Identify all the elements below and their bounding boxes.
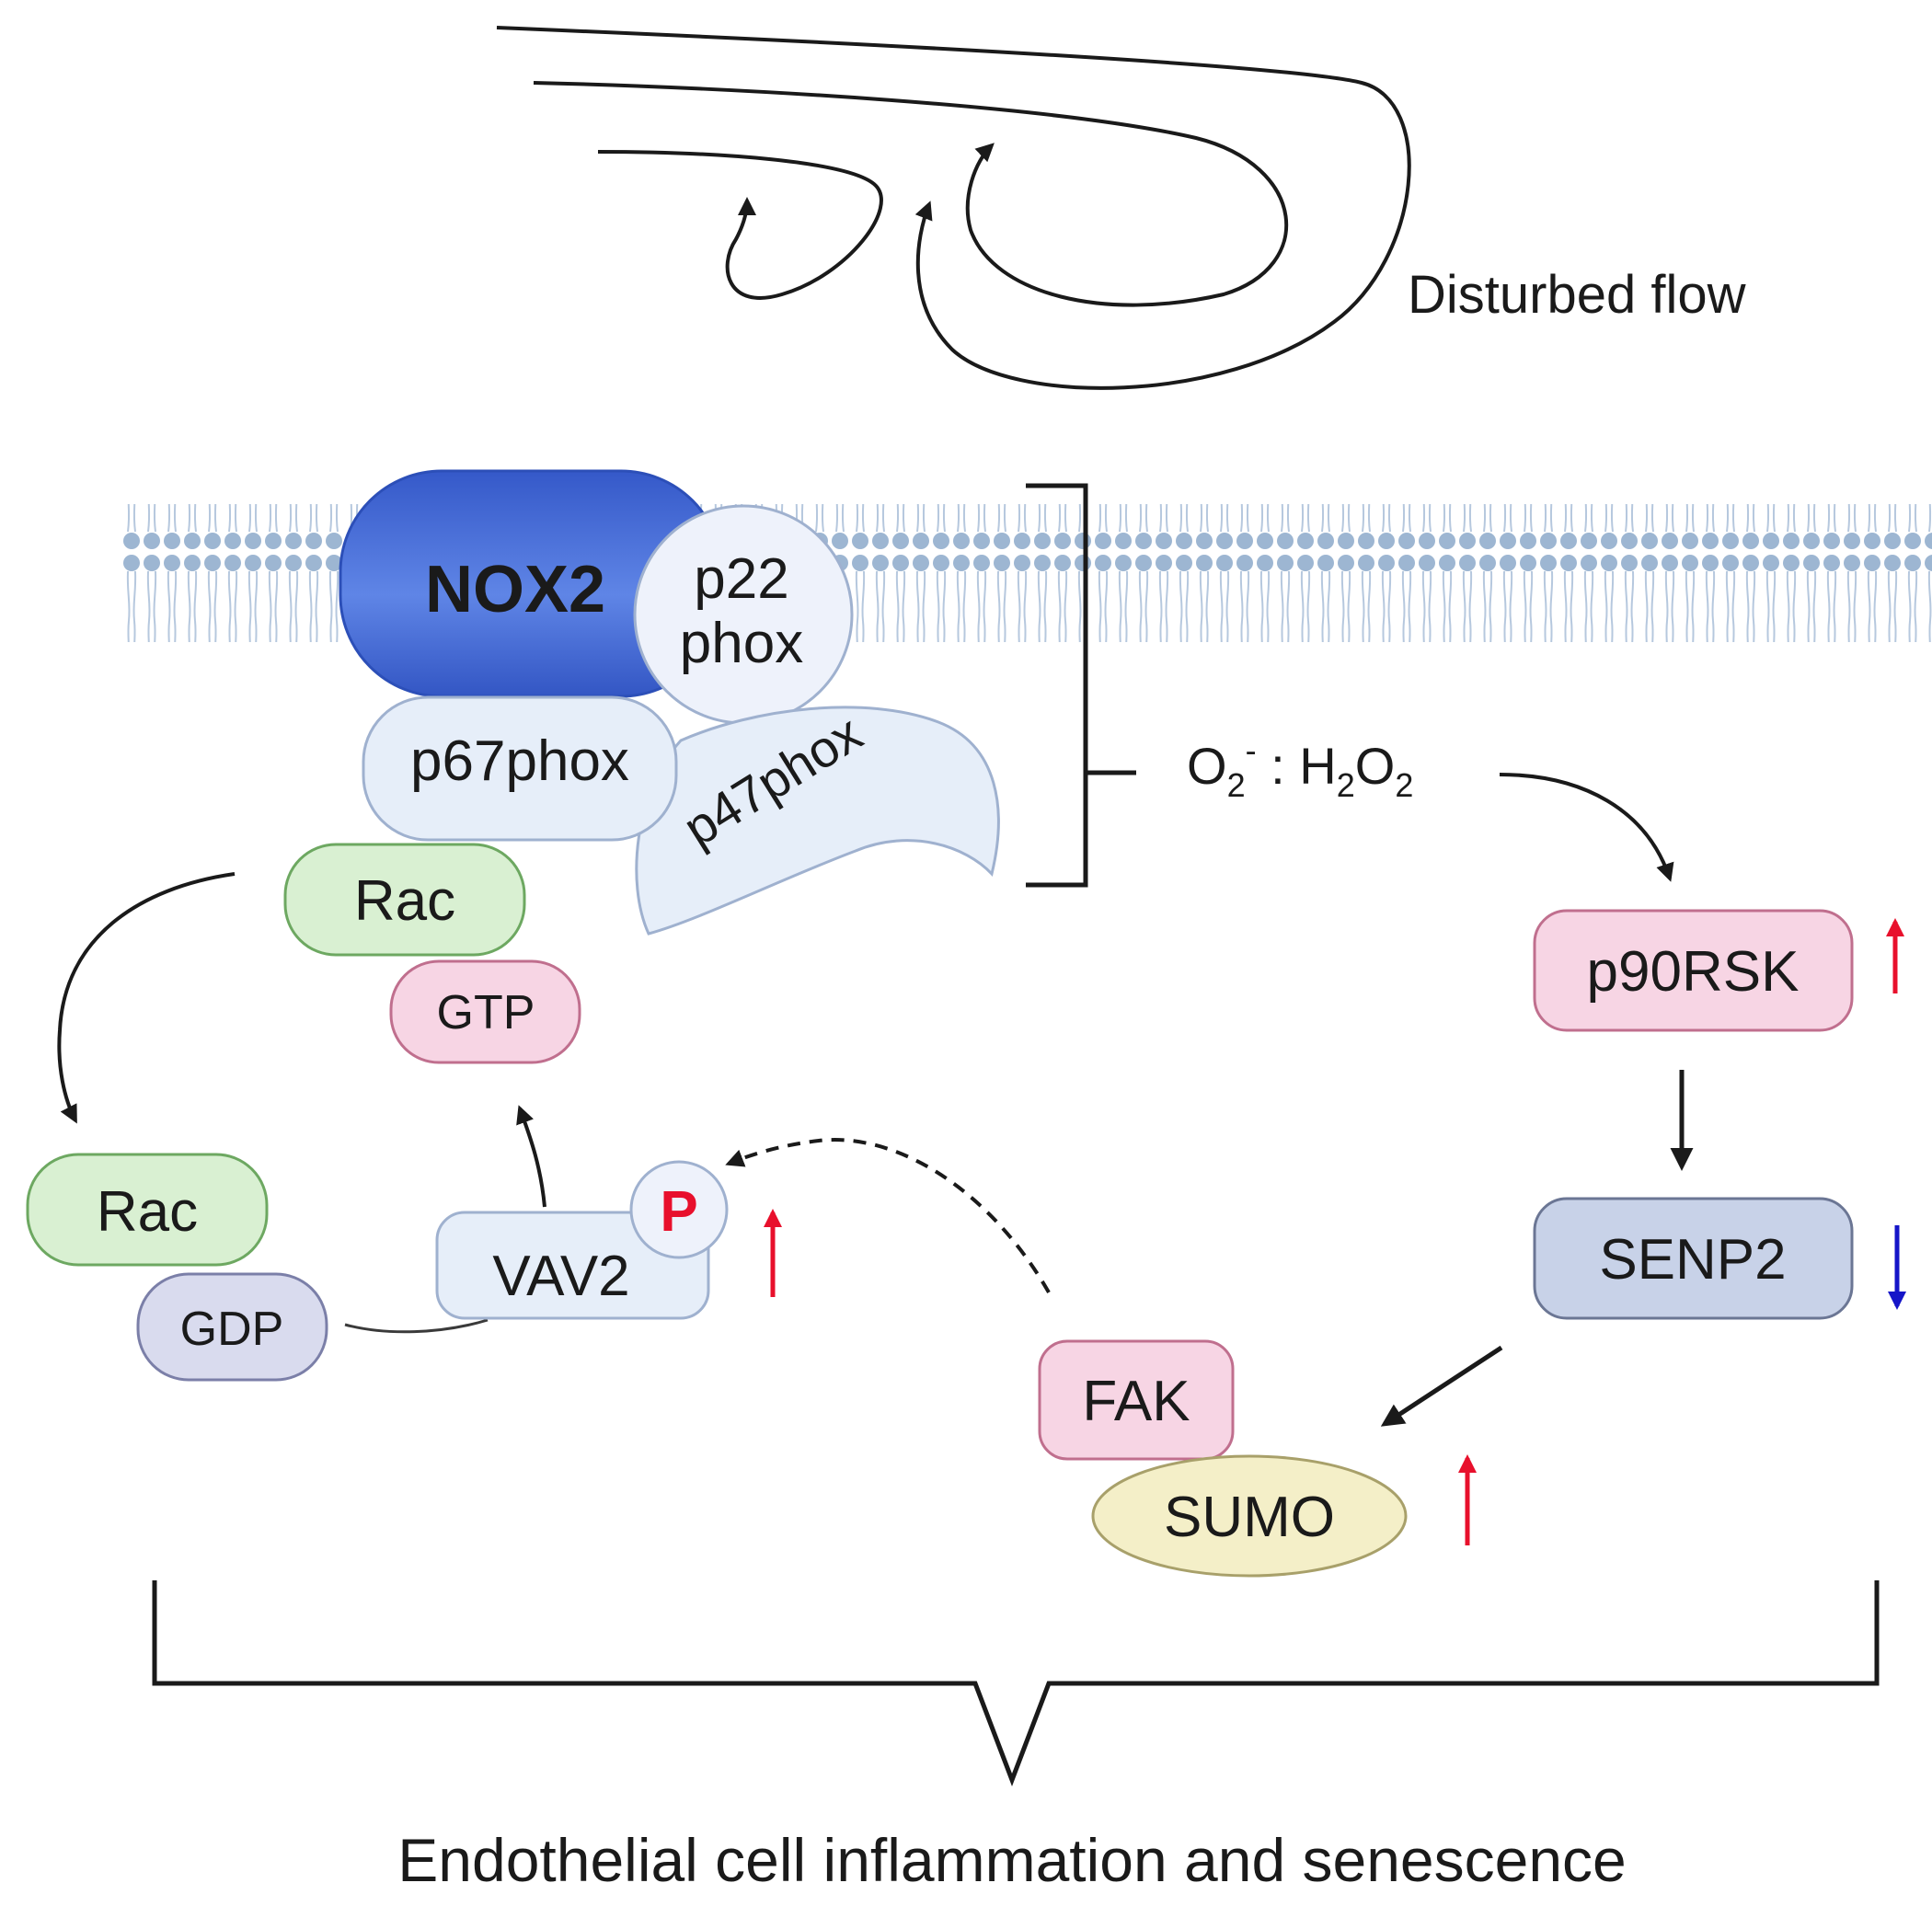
rac-inactive-label: Rac [97, 1180, 198, 1244]
nox2-label: NOX2 [425, 553, 605, 626]
outcome-brace [152, 1580, 1880, 1787]
fak-label: FAK [1082, 1370, 1190, 1433]
gtp-node [389, 959, 581, 1064]
p47phox-protein [635, 706, 1000, 936]
phospho-label: P [660, 1180, 697, 1244]
nox2-complex: NOX2 p22 phox p47phox p67phox [339, 469, 1000, 936]
flow-line-middle [533, 81, 1289, 307]
p90rsk-node [1533, 909, 1854, 1032]
gdp-node [136, 1272, 328, 1382]
p67phox-label: p67phox [410, 729, 629, 793]
p22phox-label-line1: p22 [694, 547, 788, 611]
ros-to-p90rsk-arrow [1499, 773, 1674, 882]
senp2-to-sumo-arrow [1380, 1345, 1503, 1427]
p22phox-label-line2: phox [680, 612, 803, 675]
rac-active-node [283, 843, 526, 957]
flow-line-inner [597, 150, 883, 300]
rac-inactivation-arrow [57, 872, 236, 1124]
flow-line-outer [496, 26, 1411, 390]
p67phox-protein [362, 695, 678, 842]
gtp-label: GTP [437, 986, 535, 1039]
senp2-node [1533, 1197, 1854, 1320]
p90rsk-label: p90RSK [1587, 940, 1800, 1004]
sumo-node [1091, 1454, 1408, 1578]
outcome-label: Endothelial cell inflammation and senesc… [397, 1826, 1626, 1894]
gdp-label: GDP [180, 1303, 284, 1356]
disturbed-flow-label: Disturbed flow [1408, 265, 1747, 325]
disturbed-flow-streamlines [496, 26, 1411, 390]
rac-active-label: Rac [354, 869, 455, 933]
sumo-label: SUMO [1164, 1486, 1335, 1549]
complex-bracket [1026, 483, 1136, 888]
gdp-vav2-connector [344, 1318, 489, 1334]
phospho-marker [629, 1160, 729, 1259]
fak-to-vav2-dashed-arrow [725, 1138, 1051, 1293]
senp2-label: SENP2 [1599, 1228, 1786, 1292]
fak-node [1038, 1339, 1235, 1461]
rac-inactive-node [26, 1153, 269, 1267]
vav2-to-gtp-arrow [516, 1105, 546, 1208]
ros-label: O2- : H2O2 [1187, 731, 1413, 804]
vav2-label: VAV2 [492, 1245, 629, 1308]
